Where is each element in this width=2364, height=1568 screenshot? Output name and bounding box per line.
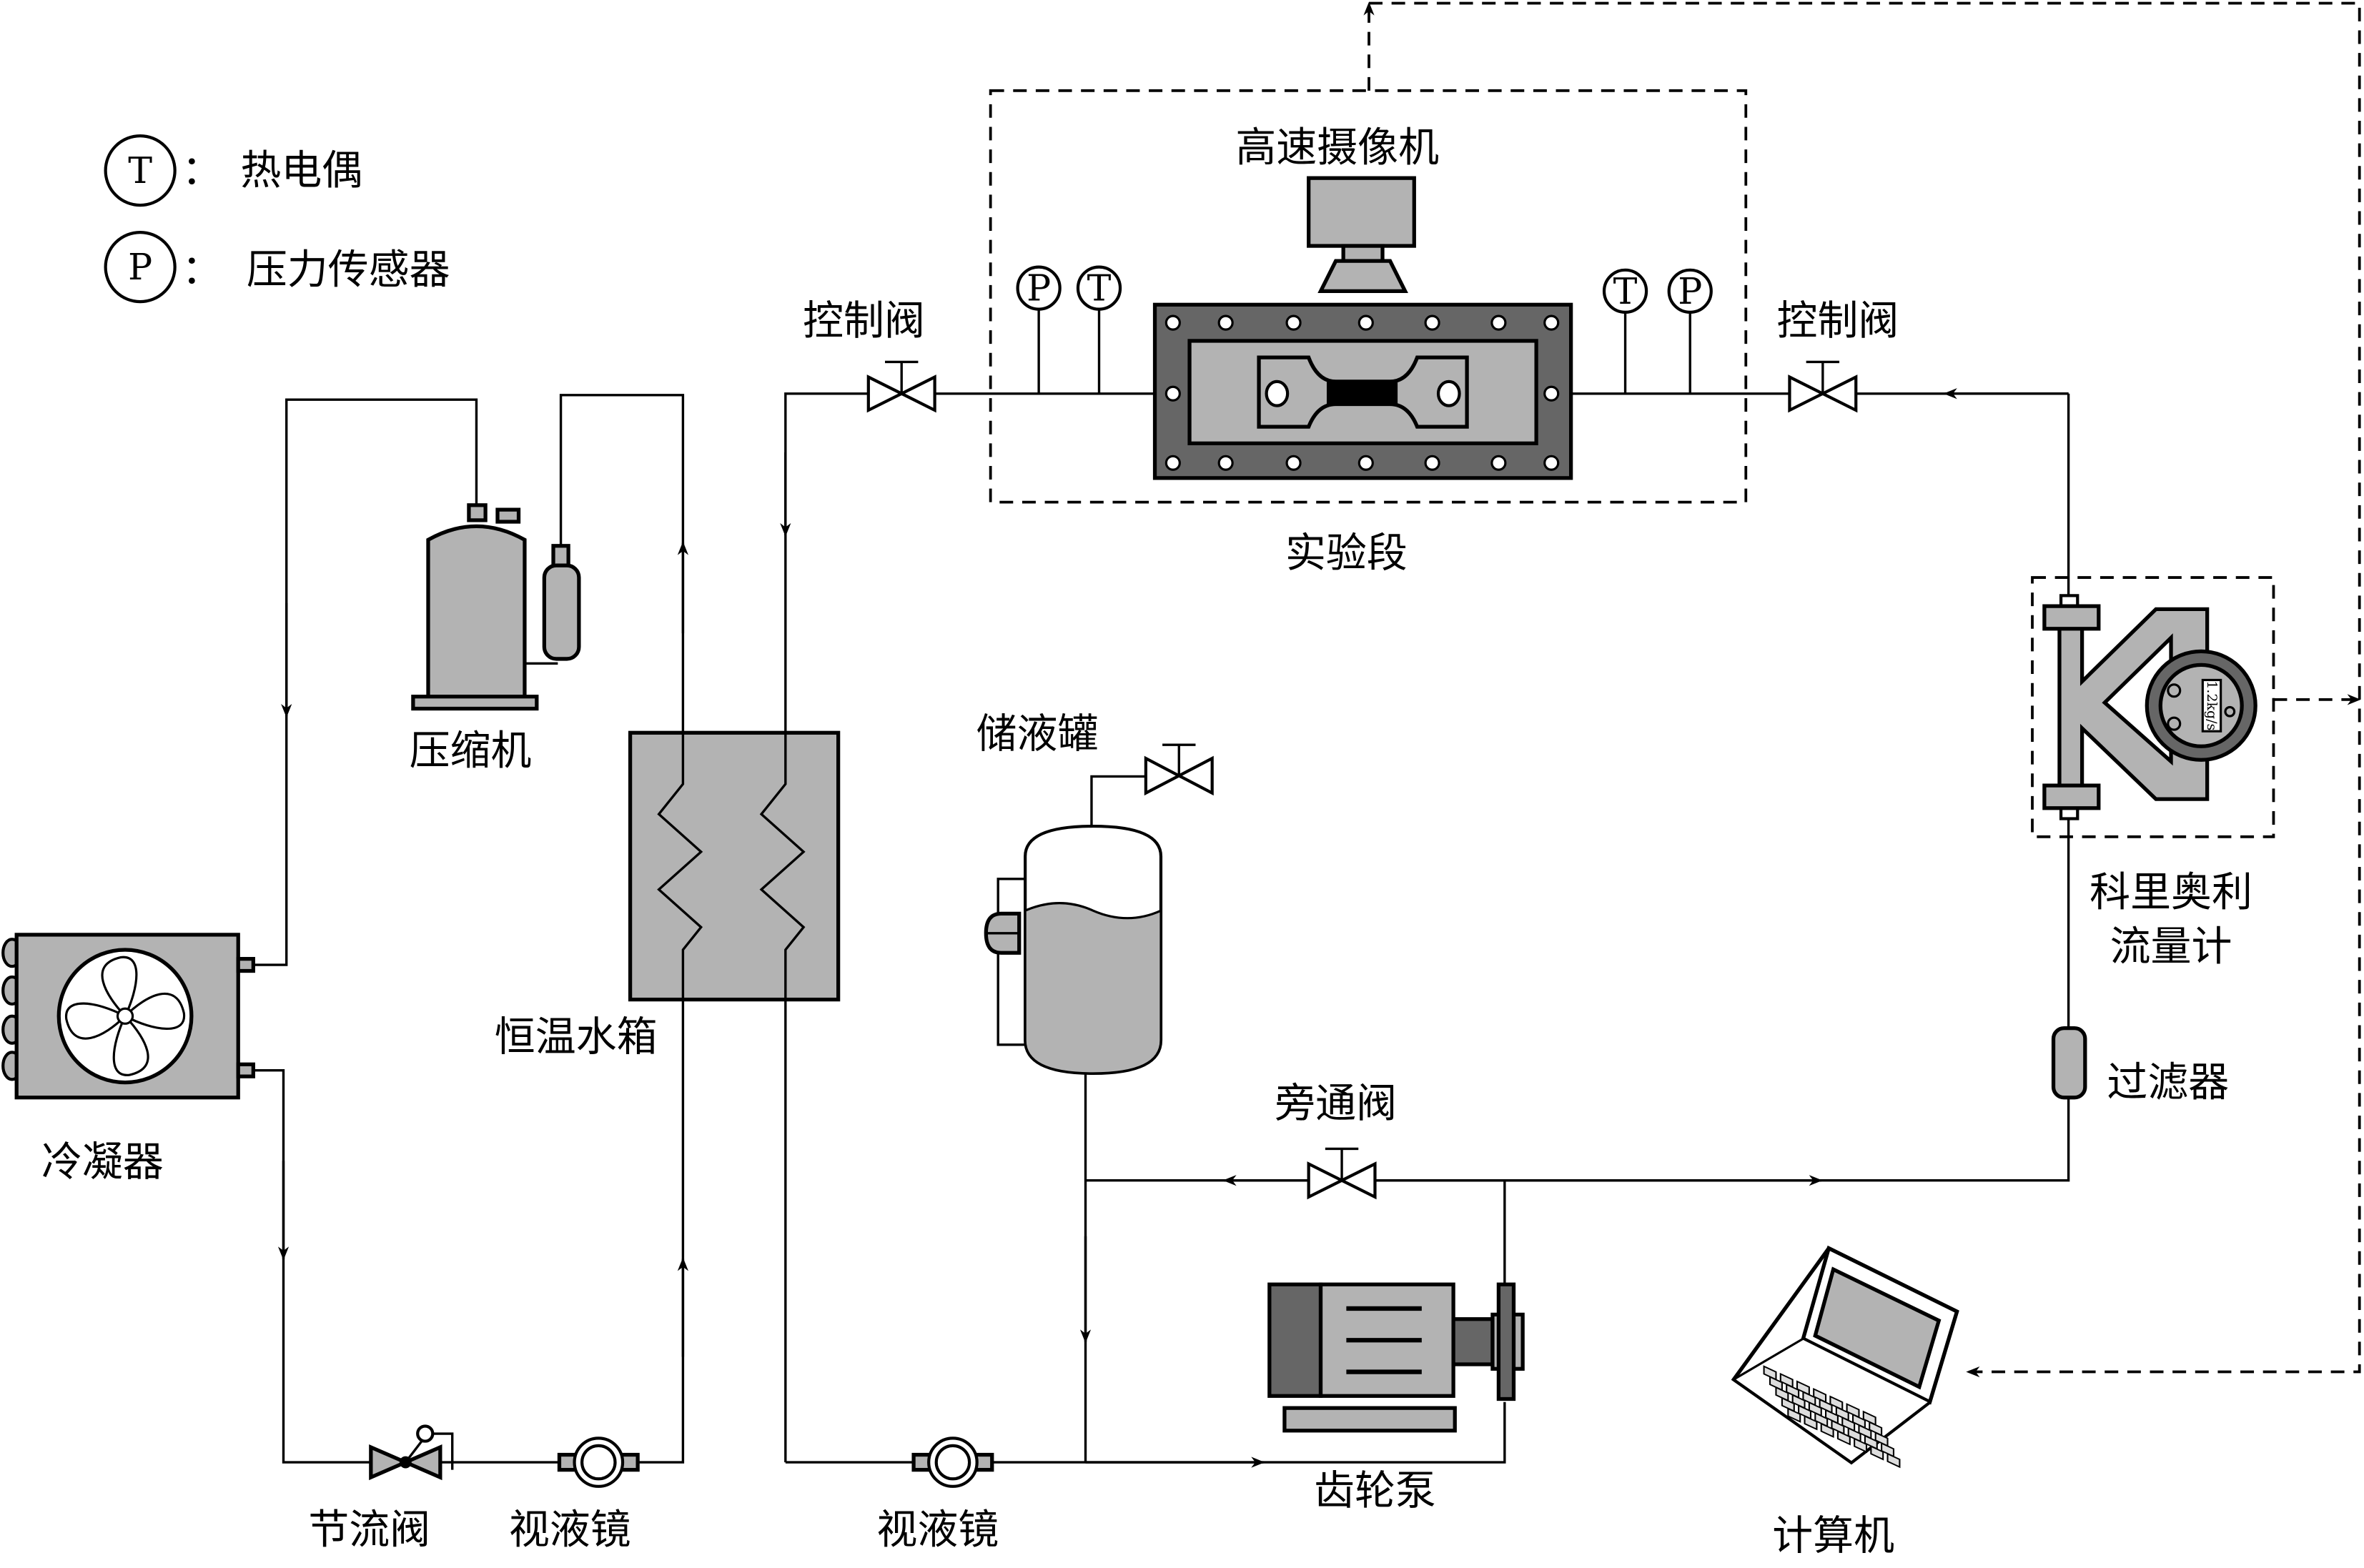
control-valve-right-icon[interactable] — [1788, 360, 1858, 413]
keyboard-key-icon — [1836, 1430, 1851, 1446]
laptop-computer-icon[interactable] — [1731, 1245, 1959, 1469]
bolt-icon — [1285, 314, 1302, 331]
keyboard-key-icon — [1787, 1407, 1801, 1423]
water-tank-label: 恒温水箱 — [495, 1013, 658, 1061]
bolt-icon — [1543, 314, 1560, 331]
gear-pump-label: 齿轮泵 — [1314, 1467, 1436, 1514]
camera-label: 高速摄像机 — [1235, 124, 1439, 172]
keyboard-key-icon — [1854, 1437, 1868, 1454]
flowmeter-label-line2: 流量计 — [2110, 923, 2232, 970]
bolt-icon — [1217, 455, 1234, 471]
constant-temperature-water-tank-icon — [628, 730, 841, 1002]
legend-p-symbol: P — [128, 246, 152, 288]
thermocouple-inlet-icon — [1076, 265, 1122, 311]
signal-lines — [1363, 1, 2361, 1378]
reservoir-tank-icon — [984, 824, 1163, 1076]
throttle-valve-icon[interactable] — [369, 1424, 454, 1481]
filter-icon — [2051, 1026, 2087, 1100]
bolt-icon — [1490, 314, 1507, 331]
throttle-valve-label: 节流阀 — [308, 1507, 430, 1554]
sight-glass-left-icon — [557, 1436, 640, 1488]
control-valve-right-label: 控制阀 — [1777, 297, 1899, 344]
bolt-icon — [1543, 455, 1560, 471]
pressure-sensor-inlet-icon — [1016, 265, 1062, 311]
keyboard-key-icon — [1804, 1414, 1818, 1431]
legend-p-sep: ： — [182, 247, 222, 294]
bolt-icon — [1164, 455, 1181, 471]
t-inlet: T — [1087, 267, 1112, 309]
flowmeter-label-line1: 科里奥利 — [2089, 869, 2252, 916]
bolt-icon — [1164, 314, 1181, 331]
pipes — [253, 388, 2070, 1468]
bolt-icon — [1217, 314, 1234, 331]
sight-glass-right-icon — [911, 1436, 994, 1488]
legend-p-label: 压力传感器 — [247, 247, 450, 294]
condenser-icon — [1, 933, 255, 1100]
test-section: 高速摄像机 实验段 P T T P — [989, 89, 1748, 577]
sight-glass-left-label: 视液镜 — [509, 1507, 631, 1554]
compressor-icon — [411, 503, 581, 711]
sight-glass-right-label: 视液镜 — [876, 1507, 999, 1554]
pressure-sensor-outlet-icon — [1667, 268, 1713, 314]
control-valve-left-icon[interactable] — [866, 360, 936, 413]
keyboard-key-icon — [1886, 1452, 1901, 1469]
legend: T ： 热电偶 P ： 压力传感器 — [104, 134, 450, 304]
gear-pump-icon — [1267, 1282, 1525, 1433]
test-section-label: 实验段 — [1285, 530, 1408, 577]
filter-label: 过滤器 — [2107, 1058, 2229, 1106]
test-chamber — [1152, 302, 1573, 480]
thermocouple-symbol-icon — [104, 134, 177, 207]
condenser-label: 冷凝器 — [41, 1138, 164, 1186]
computer-label: 计算机 — [1772, 1512, 1894, 1559]
bolt-icon — [1424, 314, 1440, 331]
compressor-label: 压缩机 — [410, 727, 532, 774]
p-inlet: P — [1027, 267, 1051, 309]
t-outlet: T — [1613, 270, 1638, 312]
bolt-icon — [1164, 385, 1181, 402]
thermocouple-outlet-icon — [1602, 268, 1648, 314]
keyboard-key-icon — [1820, 1422, 1834, 1438]
high-speed-camera-icon — [1307, 176, 1416, 293]
bolt-icon — [1357, 455, 1374, 471]
flowmeter-display: 1.2kg/s — [2204, 680, 2220, 730]
bolt-icon — [1285, 455, 1302, 471]
fan-icon — [65, 956, 185, 1076]
bolt-icon — [1424, 455, 1440, 471]
control-valve-left-label: 控制阀 — [803, 297, 925, 344]
bolt-icon — [1490, 455, 1507, 471]
reservoir-label: 储液罐 — [976, 710, 1099, 758]
bypass-valve-label: 旁通阀 — [1275, 1080, 1397, 1127]
p-outlet: P — [1678, 270, 1702, 312]
bolt-icon — [1543, 385, 1560, 402]
keyboard-key-icon — [1870, 1445, 1884, 1461]
legend-t-sep: ： — [182, 147, 222, 194]
pressure-sensor-symbol-icon — [104, 230, 177, 304]
legend-t-label: 热电偶 — [240, 147, 362, 194]
reservoir-vent-valve-icon[interactable] — [1144, 743, 1214, 796]
legend-t-symbol: T — [128, 149, 152, 192]
coriolis-flowmeter: 1.2kg/s — [2031, 576, 2275, 838]
bolt-icon — [1357, 314, 1374, 331]
bypass-valve-icon[interactable] — [1307, 1147, 1377, 1200]
